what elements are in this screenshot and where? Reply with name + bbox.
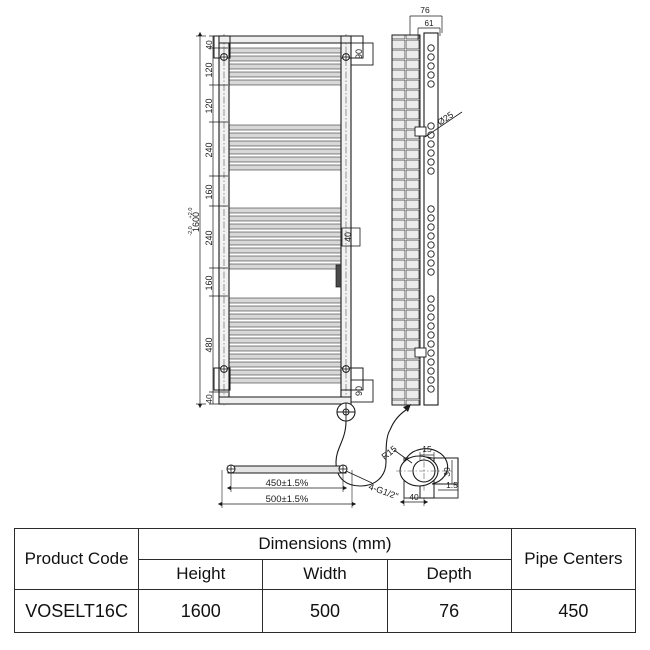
technical-drawing: 90 90 40 40 120 xyxy=(188,5,463,508)
dim-value-500: 500±1.5% xyxy=(266,494,309,505)
drawing-canvas: 90 90 40 40 120 xyxy=(188,5,463,508)
dim-value-160-b: 160 xyxy=(204,275,214,290)
dim-value-450: 450±1.5% xyxy=(266,478,309,489)
cell-height: 1600 xyxy=(138,589,264,633)
cell-depth: 76 xyxy=(386,589,512,633)
heating-bars xyxy=(227,47,343,384)
dim-value-30: 30 xyxy=(442,467,452,477)
dim-value-160-a: 160 xyxy=(204,184,214,199)
dim-value-40-detail: 40 xyxy=(409,492,419,502)
dim-value-240-b: 240 xyxy=(204,230,214,245)
dim-value-40-top: 40 xyxy=(204,40,214,50)
dim-tol-plus: +2.0 xyxy=(188,208,194,219)
pipe-centers-dimension: 450±1.5% xyxy=(226,472,348,492)
dim-value-120-b: 120 xyxy=(204,98,214,113)
dim-value-r15: R15 xyxy=(380,444,399,462)
header-pipe-centers: Pipe Centers xyxy=(510,528,637,590)
dim-40-detail: 40 xyxy=(399,492,429,506)
header-dimensions: Dimensions (mm) xyxy=(138,528,512,560)
dim-value-240-a: 240 xyxy=(204,142,214,157)
dim-value-40-bottom: 40 xyxy=(204,394,214,404)
dim-value-15: 15 xyxy=(422,444,432,454)
dim-value-61: 61 xyxy=(425,19,434,28)
dim-30: 30 xyxy=(442,460,453,484)
vertical-dimension-chain xyxy=(209,35,228,405)
side-bracket-top xyxy=(414,126,427,137)
dim-value-480: 480 xyxy=(204,337,214,352)
dim-value-thread: 4-G1/2" xyxy=(367,481,399,501)
vertical-dimension-values: 40 120 120 240 160 240 160 480 40 xyxy=(204,40,214,404)
dim-bracket-bottom-90: 90 xyxy=(350,379,374,403)
dim-1p5: 1.5 xyxy=(438,480,458,491)
table-row: VOSELT16C 1600 500 76 450 xyxy=(13,589,637,633)
depth-dimension-61: 61 xyxy=(417,19,441,40)
dim-label-90-bottom: 90 xyxy=(354,386,364,396)
spec-table-container: Product Code Dimensions (mm) Pipe Center… xyxy=(0,520,650,650)
table-header-row-1: Product Code Dimensions (mm) Pipe Center… xyxy=(13,528,637,590)
cell-pipe-centers: 450 xyxy=(510,589,637,633)
bottom-valve xyxy=(336,402,356,422)
cell-product-code: VOSELT16C xyxy=(13,589,140,633)
overall-width-dimension: 500±1.5% xyxy=(217,470,357,508)
wall-bracket-top xyxy=(213,35,364,61)
header-height: Height xyxy=(138,558,264,590)
dim-value-1-5: 1.5 xyxy=(446,480,458,490)
heating-element xyxy=(335,264,342,288)
dim-value-120-a: 120 xyxy=(204,62,214,77)
dim-element-40: 40 xyxy=(341,227,361,247)
front-elevation: 90 90 40 40 120 xyxy=(188,31,374,409)
header-product-code: Product Code xyxy=(13,528,140,590)
cell-width: 500 xyxy=(262,589,388,633)
dim-value-overall-height: 1600 xyxy=(191,212,201,232)
dim-tol-minus: -2.0 xyxy=(188,226,194,235)
manifold-bar xyxy=(226,464,348,474)
dim-15: 15 xyxy=(419,444,435,460)
overall-height-dimension: 1600 +2.0 -2.0 xyxy=(188,31,206,409)
bottom-plan-view: 4-G1/2" 450±1.5% 500±1.5% xyxy=(217,402,411,508)
thread-callout: 4-G1/2" xyxy=(345,470,400,501)
dim-bracket-top-90: 90 xyxy=(350,42,374,66)
electrical-cable xyxy=(335,409,407,487)
header-depth: Depth xyxy=(386,558,512,590)
wall-bracket-bottom xyxy=(213,365,364,391)
header-width: Width xyxy=(262,558,388,590)
depth-dimension-76: 76 xyxy=(409,5,443,35)
cable-plug-icon xyxy=(403,404,411,412)
spec-table: Product Code Dimensions (mm) Pipe Center… xyxy=(13,528,637,633)
bar-cross-sections xyxy=(427,44,435,393)
side-elevation: 76 61 Ø25 xyxy=(391,5,463,406)
dim-label-40-element: 40 xyxy=(343,232,353,242)
side-bracket-bottom xyxy=(414,347,427,358)
wall-hatch xyxy=(392,35,420,405)
dim-label-90-top: 90 xyxy=(354,49,364,59)
dim-value-76: 76 xyxy=(420,5,430,15)
